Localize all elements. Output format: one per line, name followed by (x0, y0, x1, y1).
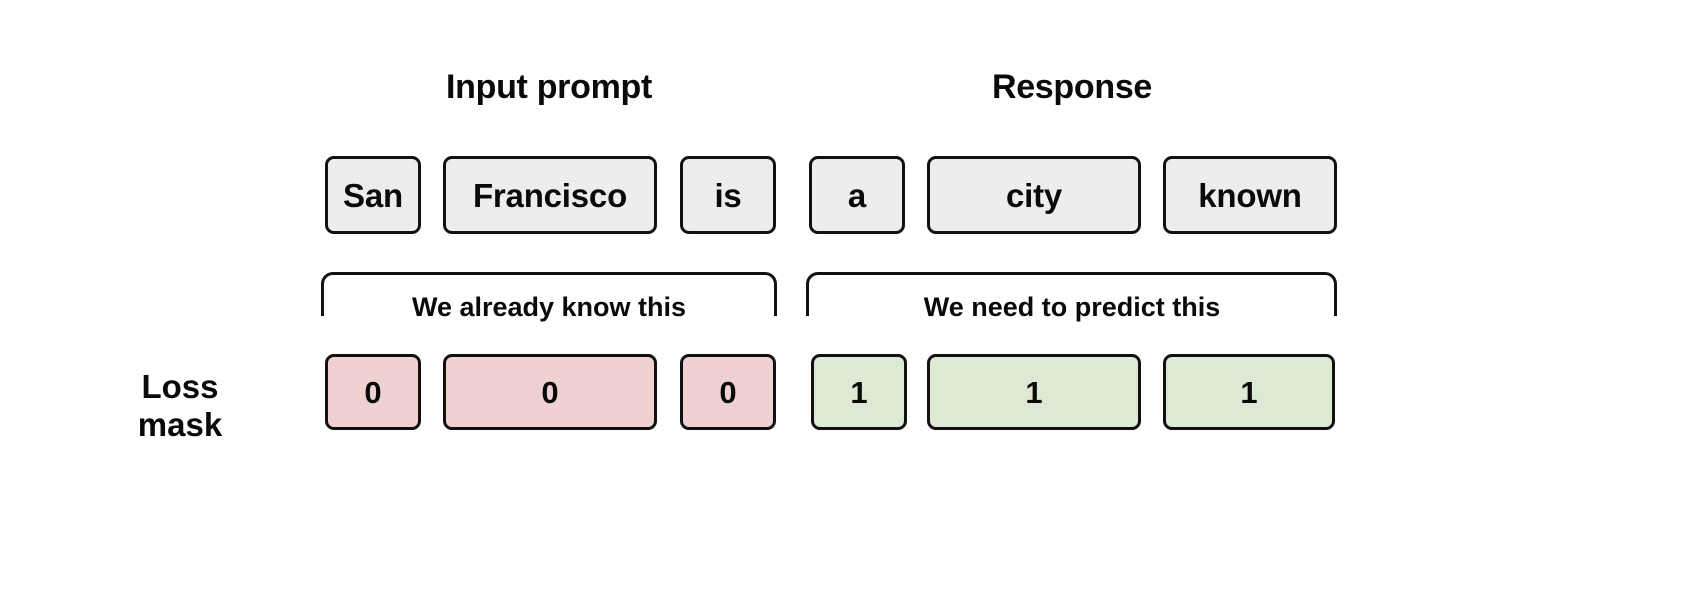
bracket-label-need-predict: We need to predict this (913, 294, 1231, 321)
token-box-san: San (325, 156, 421, 234)
loss-mask-cell-4: 1 (811, 354, 907, 430)
token-box-is: is (680, 156, 776, 234)
section-title-response: Response (991, 68, 1153, 106)
section-title-input-prompt: Input prompt (445, 68, 653, 106)
token-box-a: a (809, 156, 905, 234)
loss-mask-cell-1: 0 (325, 354, 421, 430)
loss-mask-row-label: Loss mask (137, 368, 223, 443)
token-box-francisco: Francisco (443, 156, 657, 234)
bracket-label-already-know: We already know this (401, 294, 697, 321)
loss-mask-cell-3: 0 (680, 354, 776, 430)
loss-mask-cell-2: 0 (443, 354, 657, 430)
loss-mask-cell-5: 1 (927, 354, 1141, 430)
token-box-city: city (927, 156, 1141, 234)
token-box-known: known (1163, 156, 1337, 234)
loss-mask-cell-6: 1 (1163, 354, 1335, 430)
